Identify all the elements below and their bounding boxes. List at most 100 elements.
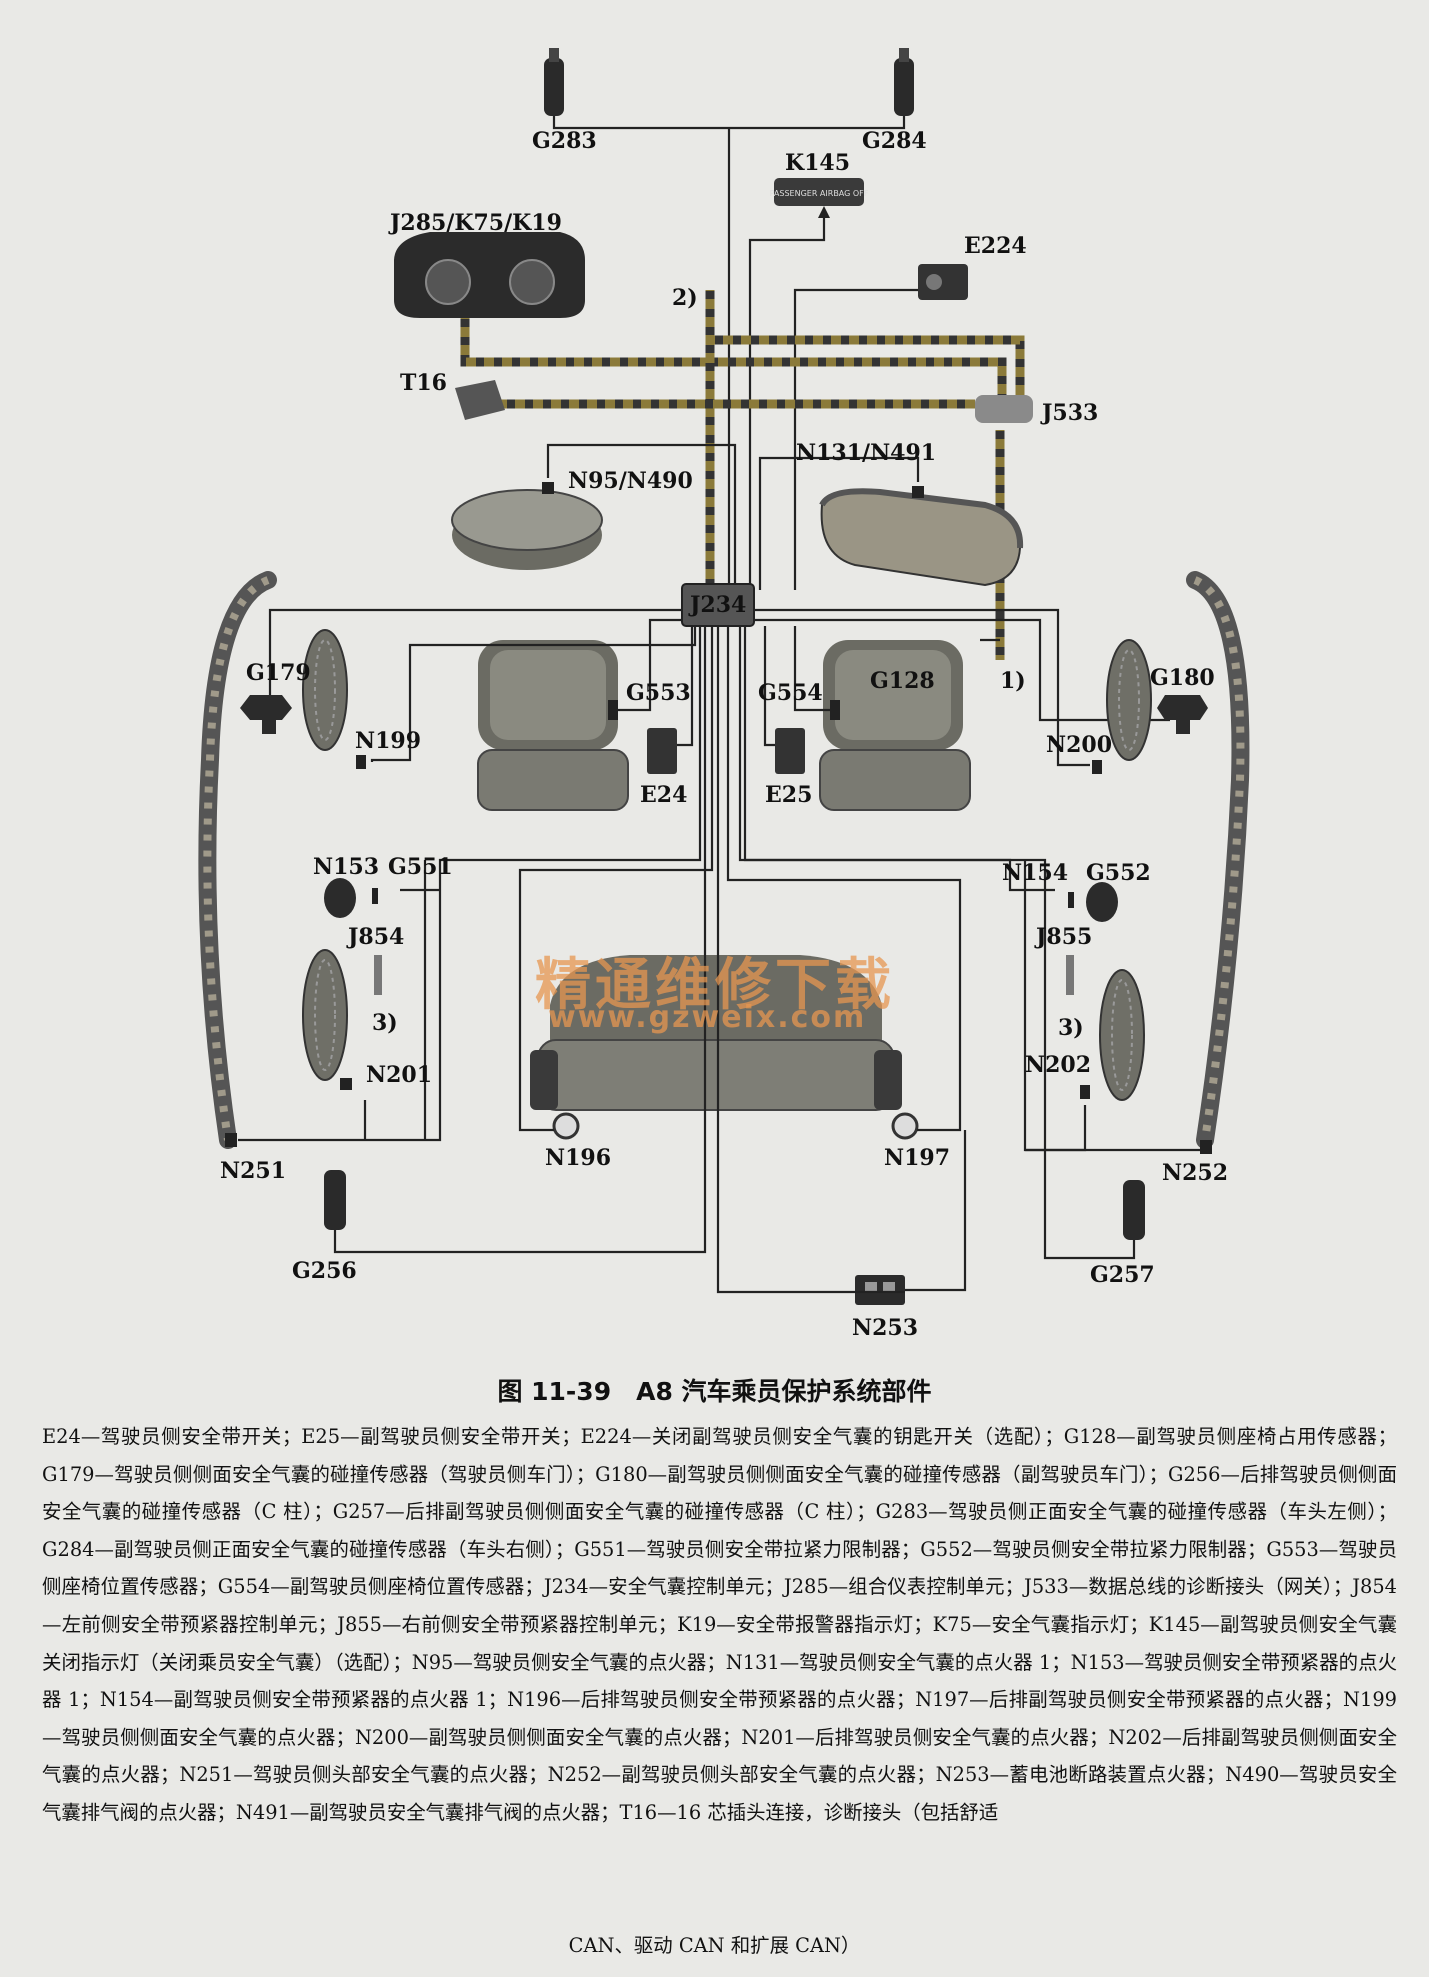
wire-j854 <box>238 626 702 1142</box>
g283-sensor <box>544 48 564 116</box>
wire-n196 <box>518 626 714 1132</box>
t16-connector <box>455 380 505 420</box>
n131-connector <box>912 486 924 498</box>
label-g179: G179 <box>246 660 311 686</box>
label-g551: G551 <box>388 854 453 880</box>
left-rear-thorax-airbag <box>302 949 348 1081</box>
label-note1: 1) <box>1000 668 1026 694</box>
wire-e25 <box>763 626 775 747</box>
bus-upper <box>705 290 1025 412</box>
right-rear-thorax-airbag <box>1099 969 1145 1101</box>
label-g554: G554 <box>758 680 823 706</box>
n251-connector <box>225 1133 237 1147</box>
label-n95: N95/N490 <box>568 468 693 494</box>
n196-retractor <box>552 1112 580 1140</box>
wire-k145 <box>748 215 826 590</box>
j855-pretensioner <box>1066 882 1118 995</box>
label-j533: J533 <box>1040 400 1098 426</box>
n199-connector <box>356 755 366 769</box>
label-n253: N253 <box>852 1315 918 1341</box>
e25-buckle-switch <box>775 728 805 774</box>
g256-sensor <box>324 1170 346 1230</box>
arrow-k145 <box>818 206 830 218</box>
label-k145: K145 <box>785 150 850 176</box>
label-n200: N200 <box>1046 732 1112 758</box>
g179-sensor <box>240 695 292 734</box>
left-thorax-airbag <box>302 629 348 751</box>
wire-e224 <box>793 288 918 590</box>
e24-buckle-switch <box>647 728 677 774</box>
k145-panel-text: PASSENGER AIRBAG OFF <box>770 189 869 198</box>
label-g257: G257 <box>1090 1262 1155 1288</box>
figure-legend-last-line: CAN、驱动 CAN 和扩展 CAN） <box>568 1934 861 1957</box>
label-j285: J285/K75/K19 <box>388 210 562 236</box>
g554-sensor <box>830 700 840 720</box>
label-n131: N131/N491 <box>796 440 936 466</box>
wire-g180 <box>754 618 1170 722</box>
label-e24: E24 <box>640 782 687 808</box>
label-n197: N197 <box>884 1145 950 1171</box>
wire-g257 <box>743 626 1136 1260</box>
wire-g256 <box>333 626 707 1254</box>
label-g256: G256 <box>292 1258 357 1284</box>
n95-connector <box>542 482 554 494</box>
instrument-cluster <box>394 232 585 318</box>
label-j854: J854 <box>346 924 404 950</box>
wire-n253 <box>716 626 967 1294</box>
wire-n131 <box>758 456 920 590</box>
label-j855: J855 <box>1034 924 1092 950</box>
figure-legend: E24—驾驶员侧安全带开关；E25—副驾驶员侧安全带开关；E224—关闭副驾驶员… <box>42 1425 1397 1824</box>
wire-n201 <box>363 860 427 1140</box>
watermark-url: www.gzweix.com <box>548 1000 867 1035</box>
n252-connector <box>1200 1140 1212 1154</box>
wire-n197 <box>726 626 962 1132</box>
g284-sensor <box>894 48 914 116</box>
label-e25: E25 <box>765 782 812 808</box>
right-thorax-airbag <box>1106 639 1152 761</box>
bus-upper-2 <box>705 290 1025 412</box>
n201-connector <box>340 1078 352 1090</box>
wire-n200 <box>754 608 1090 767</box>
label-g128: G128 <box>870 668 935 694</box>
wire-n199 <box>370 626 697 762</box>
wire-g179 <box>268 608 682 720</box>
n202-connector <box>1080 1085 1090 1099</box>
right-curtain-airbag-band <box>1193 576 1245 1141</box>
driver-seat <box>477 640 629 811</box>
bus-cluster-gateway <box>460 318 1007 412</box>
label-note3a: 3) <box>372 1010 398 1036</box>
label-note3b: 3) <box>1058 1015 1084 1041</box>
n253-battery-disconnect <box>855 1275 905 1305</box>
wire-e24 <box>677 626 694 747</box>
label-n154: N154 <box>1002 860 1068 886</box>
label-note2: 2) <box>672 285 698 311</box>
k145-indicator: PASSENGER AIRBAG OFF <box>770 178 869 206</box>
label-j234: J234 <box>688 592 746 618</box>
wire-g553 <box>618 618 682 712</box>
bus-cluster-gateway-2 <box>460 318 1007 412</box>
label-n196: N196 <box>545 1145 611 1171</box>
label-g552: G552 <box>1086 860 1151 886</box>
passenger-seat <box>819 640 971 811</box>
label-t16: T16 <box>400 370 447 396</box>
g553-sensor <box>608 700 618 720</box>
n197-retractor <box>891 1112 919 1140</box>
label-n251: N251 <box>220 1158 286 1184</box>
wire-g554 <box>793 626 830 712</box>
airbag-system-diagram: PASSENGER AIRBAG OFF <box>198 48 1250 1341</box>
label-g180: G180 <box>1150 665 1215 691</box>
watermark-cn: 精通维修下载 <box>535 953 895 1018</box>
g257-sensor <box>1123 1180 1145 1240</box>
label-g283: G283 <box>532 128 597 154</box>
j533-gateway <box>975 395 1033 423</box>
e224-key-switch <box>918 264 968 300</box>
label-e224: E224 <box>964 233 1027 259</box>
label-n153: N153 <box>313 854 379 880</box>
g180-sensor <box>1157 695 1208 734</box>
left-curtain-airbag-band <box>203 576 270 1141</box>
figure-caption: 图 11-39 A8 汽车乘员保护系统部件 <box>497 1377 932 1406</box>
label-g553: G553 <box>626 680 691 706</box>
rear-bench <box>530 955 902 1111</box>
label-n252: N252 <box>1162 1160 1228 1186</box>
label-n202: N202 <box>1025 1052 1091 1078</box>
